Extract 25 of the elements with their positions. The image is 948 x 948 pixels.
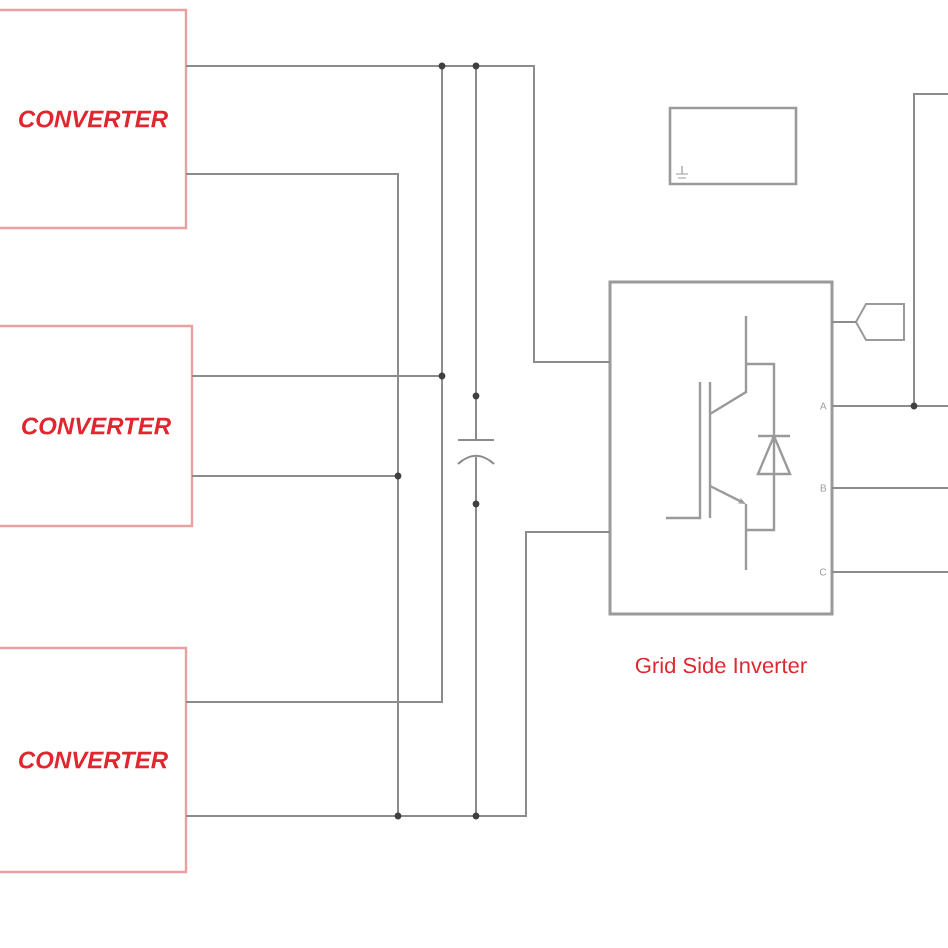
wire (831, 321, 857, 323)
wire (185, 815, 399, 817)
wire (913, 405, 948, 407)
wire (831, 487, 948, 489)
wire (191, 375, 443, 377)
capacitor-symbol (457, 383, 495, 517)
converter-box: CONVERTER (0, 646, 188, 874)
wire (185, 173, 399, 477)
wire (441, 65, 443, 377)
wire (185, 375, 443, 703)
wire (441, 65, 477, 67)
wire (475, 65, 477, 385)
wire (191, 475, 399, 477)
wire (397, 815, 477, 817)
wire (475, 65, 611, 363)
wire (831, 405, 915, 407)
converter-box: CONVERTER (0, 8, 188, 230)
block-caption: Grid Side Inverter (635, 657, 807, 674)
converter-box: CONVERTER (0, 324, 194, 528)
wire (913, 93, 948, 407)
wire (831, 571, 948, 573)
wire (397, 475, 399, 817)
wire (185, 65, 443, 67)
wire (475, 515, 477, 817)
wire (475, 531, 611, 817)
